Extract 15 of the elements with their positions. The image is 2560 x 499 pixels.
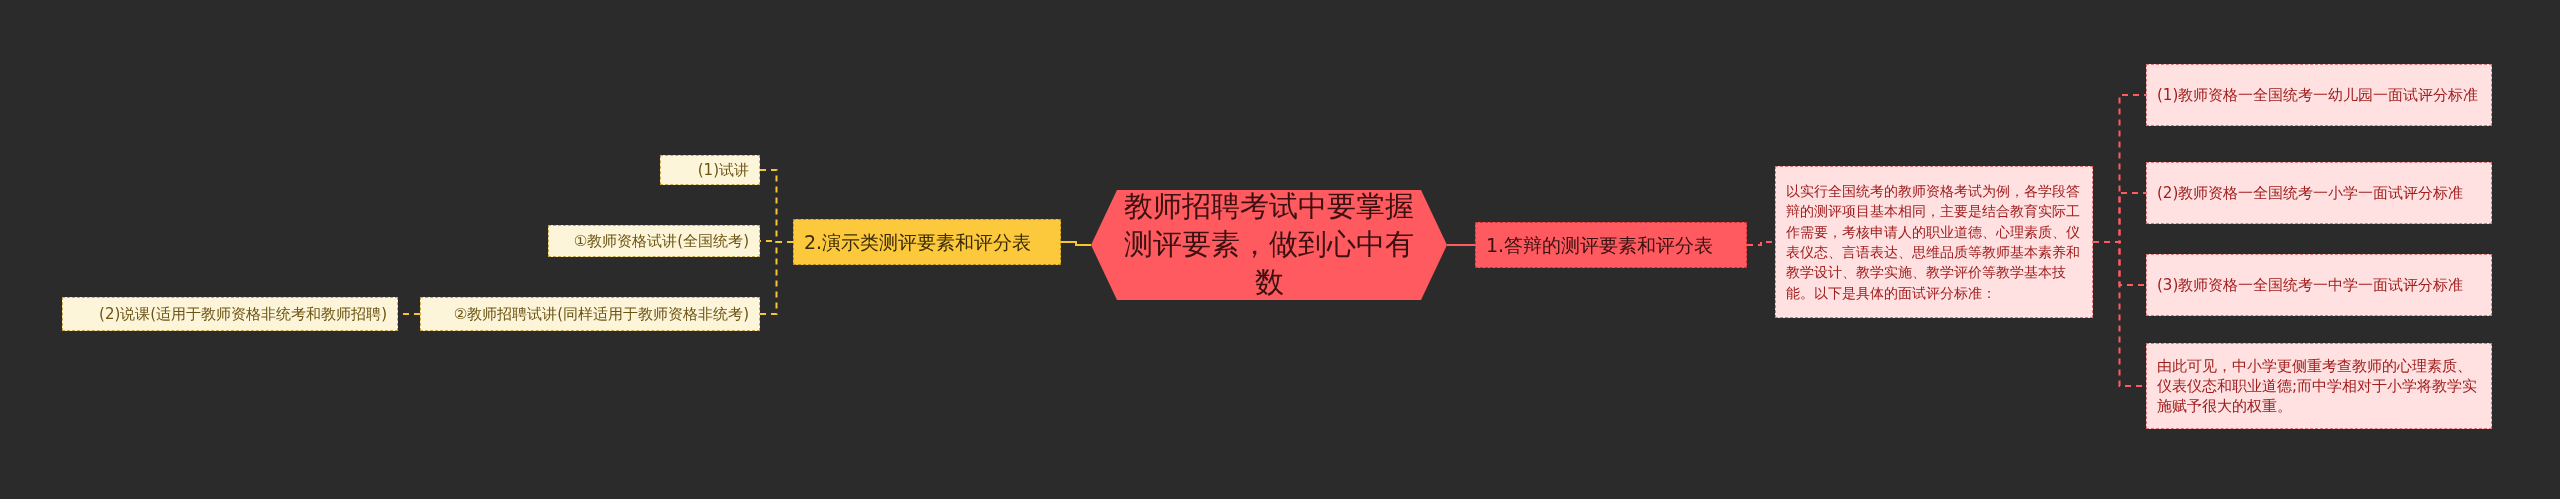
- leaf-topic: ①教师资格试讲(全国统考): [548, 225, 760, 257]
- leaf-topic: (1)试讲: [660, 155, 760, 185]
- leaf-topic: (1)教师资格一全国统考一幼儿园一面试评分标准: [2146, 64, 2492, 126]
- connector-line: [1060, 241, 1092, 246]
- branch-topic: 2.演示类测评要素和评分表: [793, 219, 1061, 265]
- text-card: 以实行全国统考的教师资格考试为例，各学段答辩的测评项目基本相同，主要是结合教育实际工作需要，考核申请人的职业道德、心理素质、仪表仪态、言语表达、思维品质等教师基本素养和教学设计、教学实施、教学评价等教学基本技能。以下是具体的面试评分标准：: [1775, 166, 2093, 318]
- leaf-topic: ②教师招聘试讲(同样适用于教师资格非统考): [420, 297, 760, 331]
- leaf-topic: (2)教师资格一全国统考一小学一面试评分标准: [2146, 162, 2492, 224]
- branch-topic: 1.答辩的测评要素和评分表: [1475, 222, 1747, 268]
- leaf-topic: 由此可见，中小学更侧重考查教师的心理素质、仪表仪态和职业道德;而中学相对于小学将教学实施赋予很大的权重。: [2146, 343, 2492, 429]
- connector-line: [1446, 244, 1476, 246]
- leaf-topic: (2)说课(适用于教师资格非统考和教师招聘): [62, 297, 398, 331]
- connector-line: [759, 241, 794, 315]
- central-topic: 教师招聘考试中要掌握测评要素，做到心中有数: [1091, 190, 1447, 300]
- leaf-topic: (3)教师资格一全国统考一中学一面试评分标准: [2146, 254, 2492, 316]
